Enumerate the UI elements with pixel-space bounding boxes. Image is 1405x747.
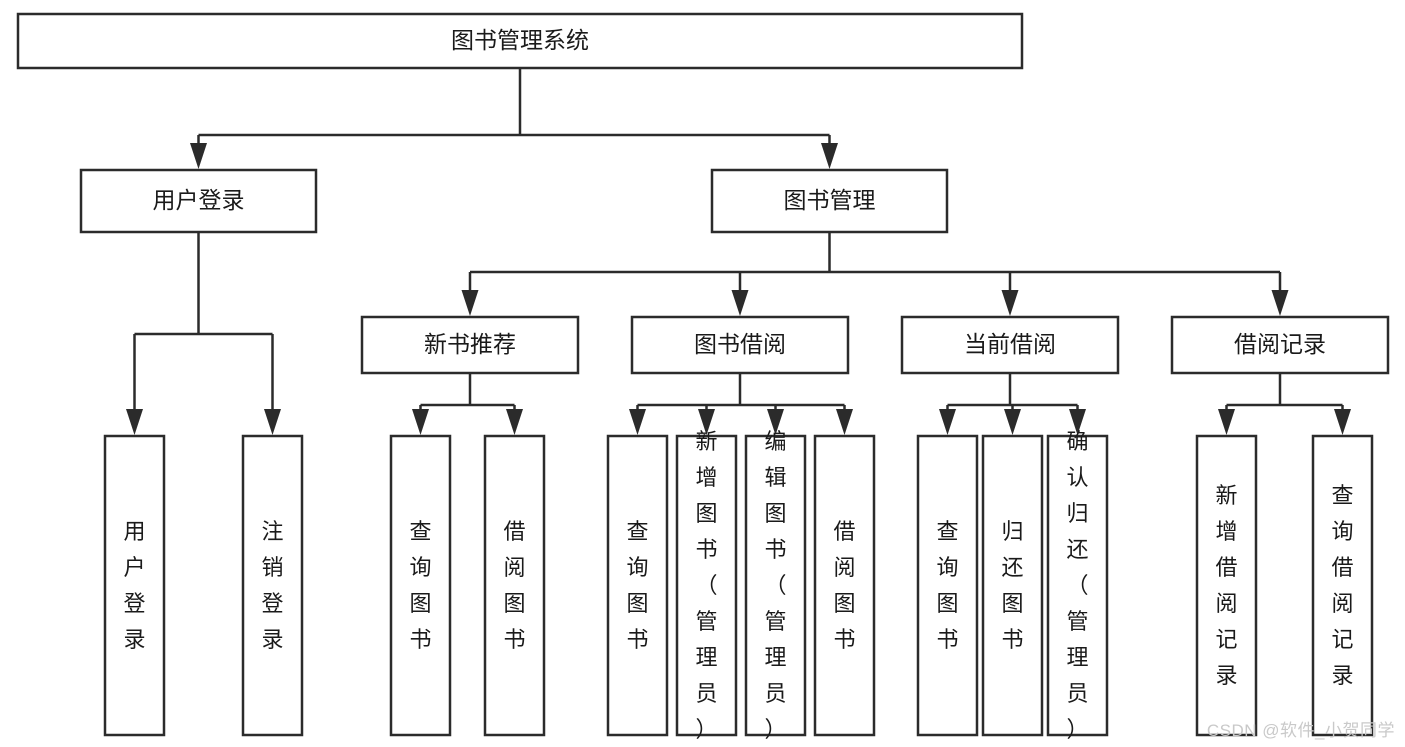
node-function-leaf-borrow-book-2[interactable]: 借阅图书 [813, 434, 876, 737]
arrow-head [836, 409, 853, 435]
node-submodule-new-book-recommend[interactable]: 新书推荐 [360, 315, 580, 375]
connector-group-book-borrow [629, 373, 853, 435]
arrow-head [821, 143, 838, 169]
arrow-head [264, 409, 281, 435]
node-label: 用户登录 [123, 519, 145, 652]
node-box [1311, 434, 1374, 737]
connector-group-root [190, 68, 838, 169]
node-label: 查询图书 [409, 519, 431, 652]
node-label: 新书推荐 [424, 331, 516, 357]
node-function-leaf-edit-book[interactable]: 编辑图书（管理员） [744, 429, 807, 742]
node-box [1046, 434, 1109, 737]
node-function-leaf-return-book[interactable]: 归还图书 [981, 434, 1044, 737]
node-box [1170, 315, 1390, 375]
node-module-user-login[interactable]: 用户登录 [79, 168, 318, 234]
arrow-head [190, 143, 207, 169]
node-label: 用户登录 [153, 187, 245, 213]
node-function-leaf-user-login[interactable]: 用户登录 [103, 434, 166, 737]
node-box [981, 434, 1044, 737]
node-label: 图书管理系统 [451, 27, 589, 53]
node-box [900, 315, 1120, 375]
node-label: 注销登录 [261, 519, 283, 652]
arrow-head [939, 409, 956, 435]
arrow-head [1334, 409, 1351, 435]
node-function-leaf-add-book[interactable]: 新增图书（管理员） [675, 429, 738, 742]
node-box [813, 434, 876, 737]
node-label: 当前借阅 [964, 331, 1056, 357]
arrow-head [126, 409, 143, 435]
node-box [744, 434, 807, 737]
node-box [483, 434, 546, 737]
arrow-head [1004, 409, 1021, 435]
node-box [1195, 434, 1258, 737]
connector-group-current-borrow [939, 373, 1086, 435]
connector-group-borrow-record [1218, 373, 1351, 435]
arrow-head [506, 409, 523, 435]
node-label: 查询借阅记录 [1331, 483, 1353, 688]
node-function-leaf-user-logout[interactable]: 注销登录 [241, 434, 304, 737]
arrow-head [1001, 290, 1019, 316]
node-module-book-manage[interactable]: 图书管理 [710, 168, 949, 234]
arrow-head [767, 409, 784, 435]
node-box [675, 434, 738, 737]
node-box [79, 168, 318, 234]
node-label: 图书管理 [784, 187, 876, 213]
node-submodule-borrow-record[interactable]: 借阅记录 [1170, 315, 1390, 375]
node-function-leaf-add-borrow-record[interactable]: 新增借阅记录 [1195, 434, 1258, 737]
arrow-head [698, 409, 715, 435]
connector-group-new-book-recommend [412, 373, 523, 435]
node-function-leaf-confirm-return[interactable]: 确认归还（管理员） [1046, 429, 1109, 742]
node-submodule-current-borrow[interactable]: 当前借阅 [900, 315, 1120, 375]
arrow-head [731, 290, 749, 316]
node-label: 归还图书 [1001, 519, 1023, 652]
node-label: 借阅图书 [503, 519, 525, 652]
node-box [360, 315, 580, 375]
node-label: 新增借阅记录 [1215, 483, 1237, 688]
connector-group-user-login [126, 232, 281, 435]
node-label: 新增图书（管理员） [695, 429, 717, 742]
arrow-head [412, 409, 429, 435]
node-function-leaf-query-book-2[interactable]: 查询图书 [606, 434, 669, 737]
node-label: 查询图书 [626, 519, 648, 652]
node-box [630, 315, 850, 375]
arrow-head [1271, 290, 1289, 316]
node-function-leaf-borrow-book-1[interactable]: 借阅图书 [483, 434, 546, 737]
node-label: 确认归还（管理员） [1066, 429, 1088, 742]
node-box [241, 434, 304, 737]
node-box [710, 168, 949, 234]
arrow-head [461, 290, 479, 316]
node-box [916, 434, 979, 737]
node-function-leaf-query-borrow-record[interactable]: 查询借阅记录 [1311, 434, 1374, 737]
node-label: 借阅记录 [1234, 331, 1326, 357]
node-layer: 图书管理系统用户登录图书管理新书推荐图书借阅当前借阅借阅记录用户登录注销登录查询… [16, 12, 1390, 742]
node-label: 图书借阅 [694, 331, 786, 357]
node-box [103, 434, 166, 737]
node-box [389, 434, 452, 737]
node-label: 借阅图书 [833, 519, 855, 652]
node-label: 编辑图书（管理员） [764, 429, 786, 742]
node-submodule-book-borrow[interactable]: 图书借阅 [630, 315, 850, 375]
node-function-leaf-query-book-3[interactable]: 查询图书 [916, 434, 979, 737]
arrow-head [629, 409, 646, 435]
arrow-head [1069, 409, 1086, 435]
node-label: 查询图书 [936, 519, 958, 652]
node-function-leaf-query-book-1[interactable]: 查询图书 [389, 434, 452, 737]
connector-group-book-manage [461, 232, 1289, 316]
edge-layer [126, 68, 1351, 435]
node-root-root[interactable]: 图书管理系统 [16, 12, 1024, 70]
node-box [606, 434, 669, 737]
csdn-watermark: CSDN @软件_小贺同学 [1206, 721, 1395, 740]
node-box [16, 12, 1024, 70]
arrow-head [1218, 409, 1235, 435]
